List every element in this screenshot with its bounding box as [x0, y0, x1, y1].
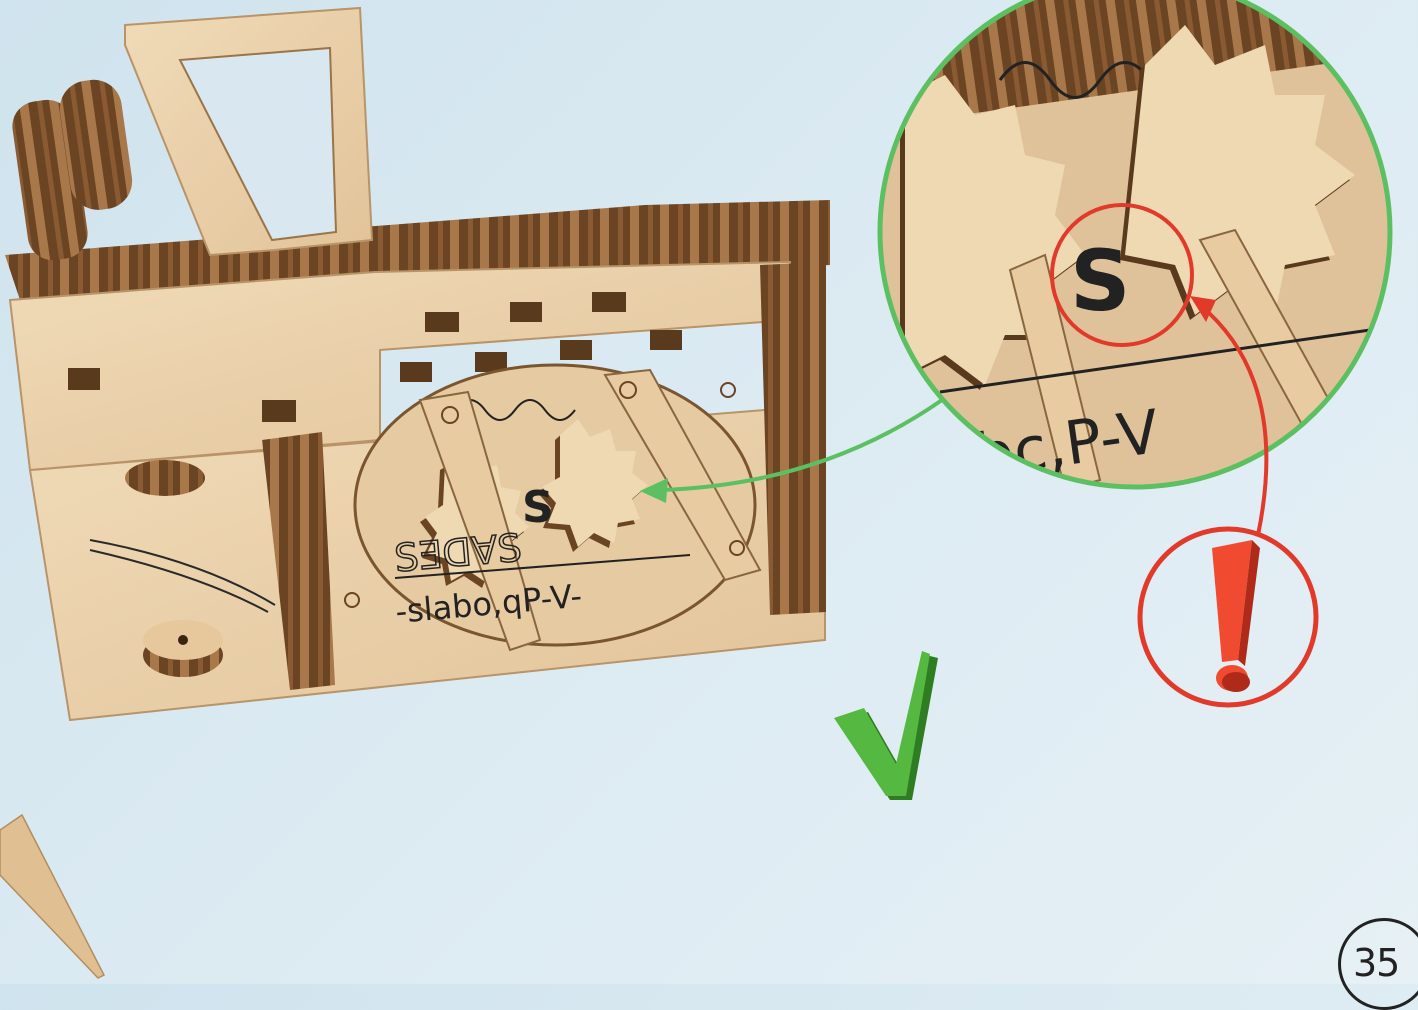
checkmark-icon: [834, 651, 938, 800]
right-post: [760, 262, 826, 615]
wooden-mechanism: S SƎᗡ∀S -slabo,qP-V-: [5, 8, 830, 720]
page-number: 35: [1338, 918, 1418, 1010]
s-center-piece: S: [522, 482, 554, 533]
zoom-callout: S bc,P-V: [864, 0, 1415, 500]
wooden-stick: [0, 815, 104, 978]
exclamation-icon: [1140, 529, 1316, 705]
svg-text:S: S: [1070, 232, 1131, 330]
page-number-label: 35: [1353, 941, 1399, 985]
assembly-illustration: S SƎᗡ∀S -slabo,qP-V- S bc,P-V: [0, 0, 1418, 984]
